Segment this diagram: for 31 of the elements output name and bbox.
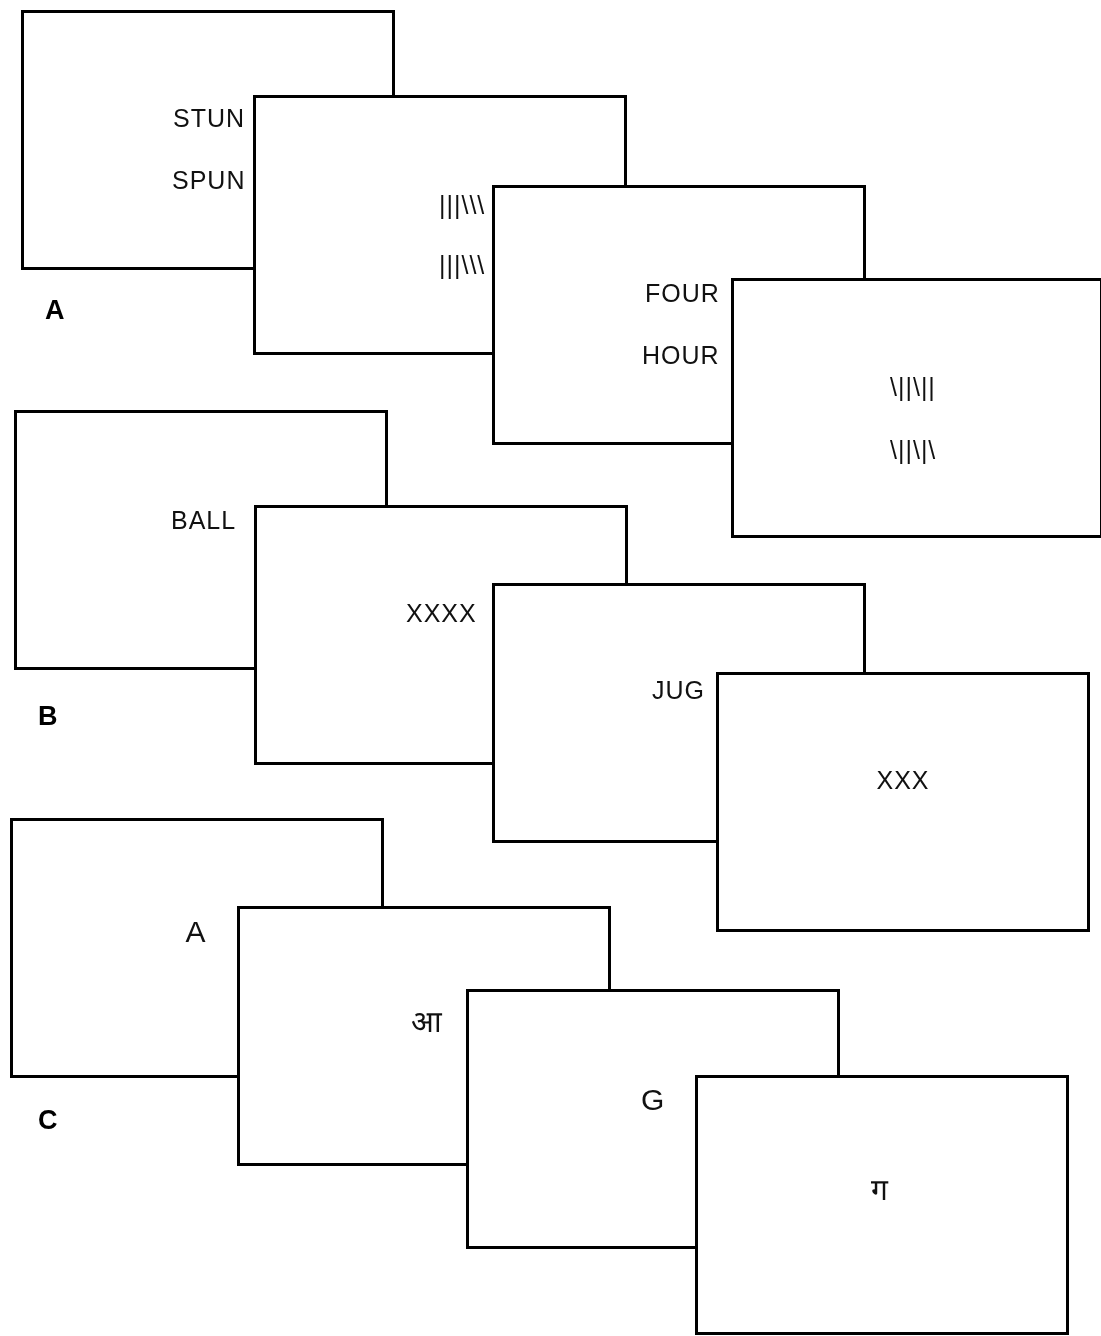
card bbox=[716, 672, 1090, 932]
panel-label: A bbox=[45, 295, 65, 325]
stimulus-text: XXXX bbox=[406, 598, 477, 628]
card bbox=[466, 989, 695, 1249]
stimulus-text: SPUN bbox=[172, 165, 246, 195]
stimulus-text: G bbox=[641, 1085, 666, 1115]
stimulus-text: HOUR bbox=[642, 340, 720, 370]
stimulus-text: \||\|\ bbox=[890, 435, 937, 465]
card bbox=[731, 278, 1101, 538]
card bbox=[254, 505, 492, 765]
stimulus-text: STUN bbox=[173, 103, 246, 133]
stimulus-text: XXX bbox=[876, 765, 930, 795]
stimulus-text: FOUR bbox=[645, 278, 720, 308]
card bbox=[695, 1075, 1069, 1335]
panel-label: C bbox=[38, 1105, 58, 1135]
card bbox=[492, 185, 731, 445]
stimulus-text: JUG bbox=[652, 675, 705, 705]
stimulus-text: |||\\\ bbox=[439, 190, 486, 220]
stimulus-text: \||\|| bbox=[890, 372, 936, 402]
card bbox=[253, 95, 492, 355]
card bbox=[14, 410, 254, 670]
stimulus-text: ग bbox=[871, 1175, 889, 1205]
card bbox=[492, 583, 716, 843]
panel-label: B bbox=[38, 701, 58, 731]
stimulus-text: आ bbox=[411, 1007, 443, 1037]
stimulus-text: BALL bbox=[171, 505, 237, 535]
card bbox=[10, 818, 237, 1078]
stimulus-text: |||\\\ bbox=[439, 250, 486, 280]
card bbox=[21, 10, 253, 270]
stimulus-text: A bbox=[185, 917, 207, 947]
card bbox=[237, 906, 466, 1166]
